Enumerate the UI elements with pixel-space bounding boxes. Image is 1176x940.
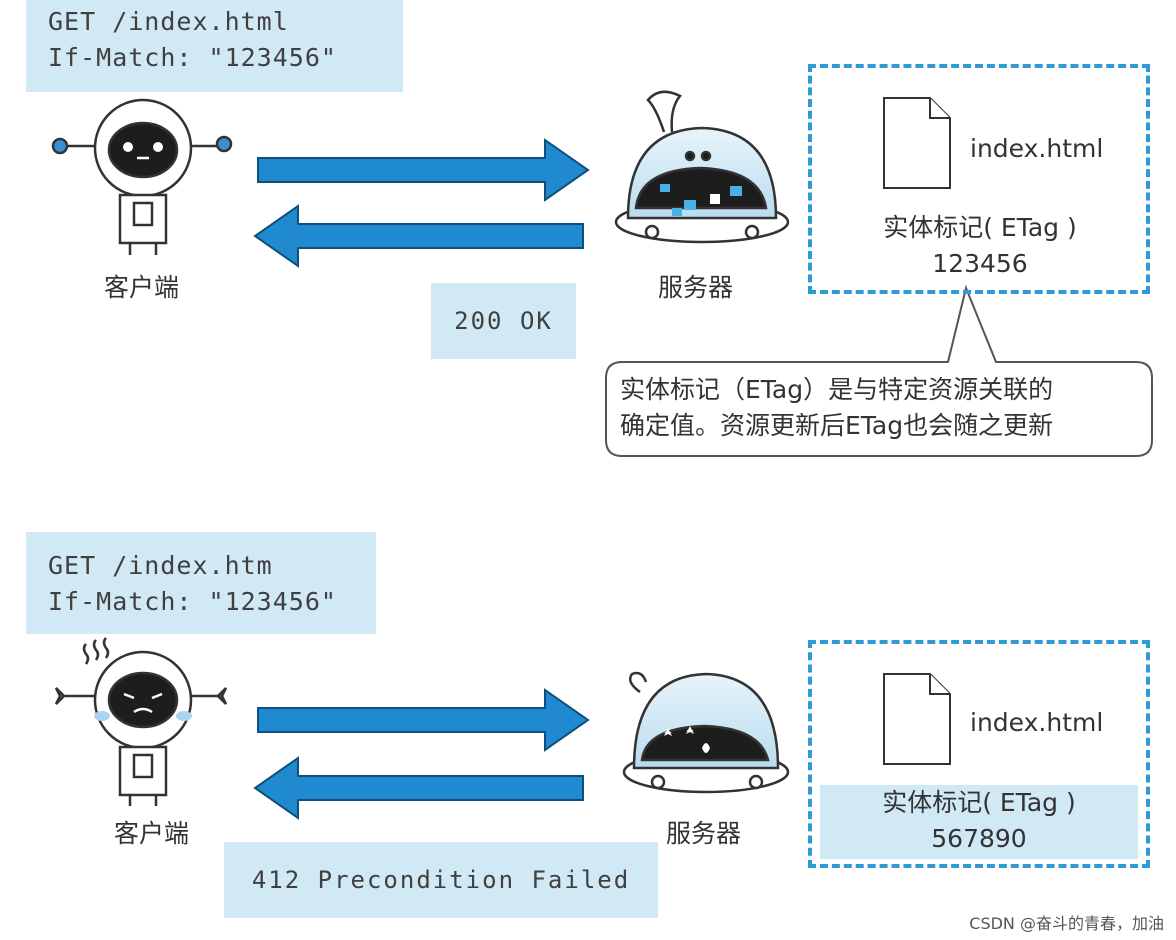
- response-status-bottom: 412 Precondition Failed: [251, 866, 631, 894]
- callout-line-1: 实体标记（ETag）是与特定资源关联的: [620, 375, 1054, 404]
- response-status-top: 200 OK: [454, 307, 553, 335]
- watermark: CSDN @奋斗的青春，加油: [969, 914, 1164, 933]
- callout-line-2: 确定值。资源更新后ETag也会随之更新: [620, 411, 1054, 440]
- callout-bubble: [605, 284, 1153, 457]
- request-line-2: If-Match: "123456": [48, 43, 337, 72]
- file-icon-bottom: [883, 673, 951, 765]
- request-line-2-bottom: If-Match: "123456": [48, 587, 337, 616]
- response-box-bottom: 412 Precondition Failed: [224, 842, 658, 918]
- server-robot-dizzy-icon: [622, 671, 790, 794]
- resource-box-bottom: [808, 640, 1150, 868]
- etag-block-bottom: 实体标记( ETag ) 567890: [820, 785, 1138, 859]
- resource-box-top: [808, 64, 1150, 294]
- request-arrow-top: [257, 138, 590, 202]
- etag-value-bottom: 567890: [931, 824, 1027, 853]
- request-line-1: GET /index.html: [48, 7, 289, 36]
- etag-block-top: 实体标记( ETag ) 123456: [840, 210, 1120, 282]
- callout-text: 实体标记（ETag）是与特定资源关联的 确定值。资源更新后ETag也会随之更新: [620, 372, 1053, 444]
- response-arrow-bottom: [253, 756, 584, 820]
- server-robot-icon: [614, 90, 790, 244]
- etag-label-top: 实体标记( ETag ): [883, 213, 1077, 242]
- file-name-bottom: index.html: [970, 708, 1104, 737]
- file-name-top: index.html: [970, 134, 1104, 163]
- client-label-top: 客户端: [104, 273, 180, 302]
- response-box-top: 200 OK: [431, 283, 576, 359]
- etag-value-top: 123456: [932, 249, 1028, 278]
- request-line-1-bottom: GET /index.htm: [48, 551, 273, 580]
- response-arrow-top: [253, 204, 584, 268]
- client-robot-icon: [51, 98, 233, 255]
- etag-label-bottom: 实体标记( ETag ): [882, 788, 1076, 817]
- file-icon-top: [883, 97, 951, 189]
- client-label-bottom: 客户端: [114, 819, 190, 848]
- client-robot-sad-icon: [54, 637, 228, 806]
- request-arrow-bottom: [257, 688, 590, 752]
- server-label-top: 服务器: [658, 273, 734, 302]
- server-label-bottom: 服务器: [666, 819, 742, 848]
